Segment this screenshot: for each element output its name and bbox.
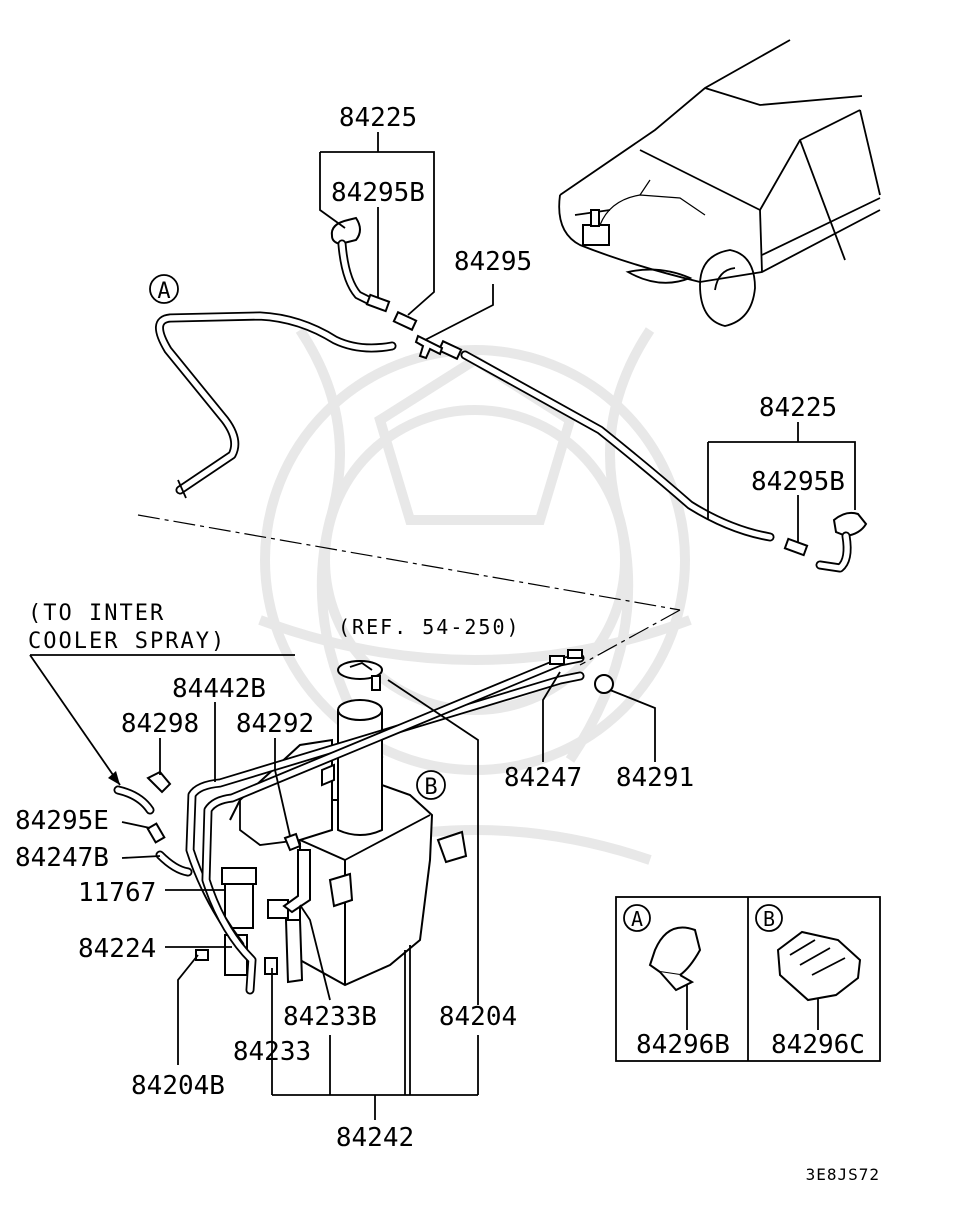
label-84225-top: 84225 <box>339 103 417 133</box>
label-84247: 84247 <box>504 763 582 793</box>
inset-callout-b: B <box>763 907 775 931</box>
svg-text:B: B <box>424 775 437 800</box>
phantom-lines <box>137 514 681 666</box>
label-84292: 84292 <box>236 709 314 739</box>
label-84295b-top: 84295B <box>331 178 425 208</box>
callout-b-main: B <box>416 770 446 800</box>
inset-clip-box: A B <box>615 896 881 1062</box>
label-84295b-right: 84295B <box>751 467 845 497</box>
diagram-code: 3E8JS72 <box>806 1165 880 1184</box>
label-84296b: 84296B <box>636 1030 730 1060</box>
label-84225-right: 84225 <box>759 393 837 423</box>
label-11767: 11767 <box>78 878 156 908</box>
label-84233: 84233 <box>233 1037 311 1067</box>
car-illustration <box>558 39 881 327</box>
label-84298: 84298 <box>121 709 199 739</box>
label-84247b: 84247B <box>15 843 109 873</box>
label-84295e: 84295E <box>15 806 109 836</box>
washer-nozzle-right <box>783 511 868 573</box>
svg-text:A: A <box>157 279 170 304</box>
label-84295: 84295 <box>454 247 532 277</box>
washer-nozzle-left <box>330 216 391 313</box>
note-intercooler-line2: COOLER SPRAY) <box>28 629 226 654</box>
callout-a-main: A <box>149 274 179 304</box>
upper-hose-routing <box>155 310 775 542</box>
note-ref: (REF. 54-250) <box>338 615 521 639</box>
inset-callout-a: A <box>631 907 643 931</box>
note-intercooler-line1: (TO INTER <box>28 601 165 626</box>
label-84296c: 84296C <box>771 1030 865 1060</box>
label-84204: 84204 <box>439 1002 517 1032</box>
label-84233b: 84233B <box>283 1002 377 1032</box>
tank-hoses <box>113 649 614 995</box>
label-84291: 84291 <box>616 763 694 793</box>
label-84442b: 84442B <box>172 674 266 704</box>
part-labels: 84225 84295B 84295 84225 84295B (TO INTE… <box>15 103 880 1184</box>
label-84242: 84242 <box>336 1123 414 1153</box>
leader-lines <box>29 132 856 1120</box>
label-84204b: 84204B <box>131 1071 225 1101</box>
label-84224: 84224 <box>78 934 156 964</box>
